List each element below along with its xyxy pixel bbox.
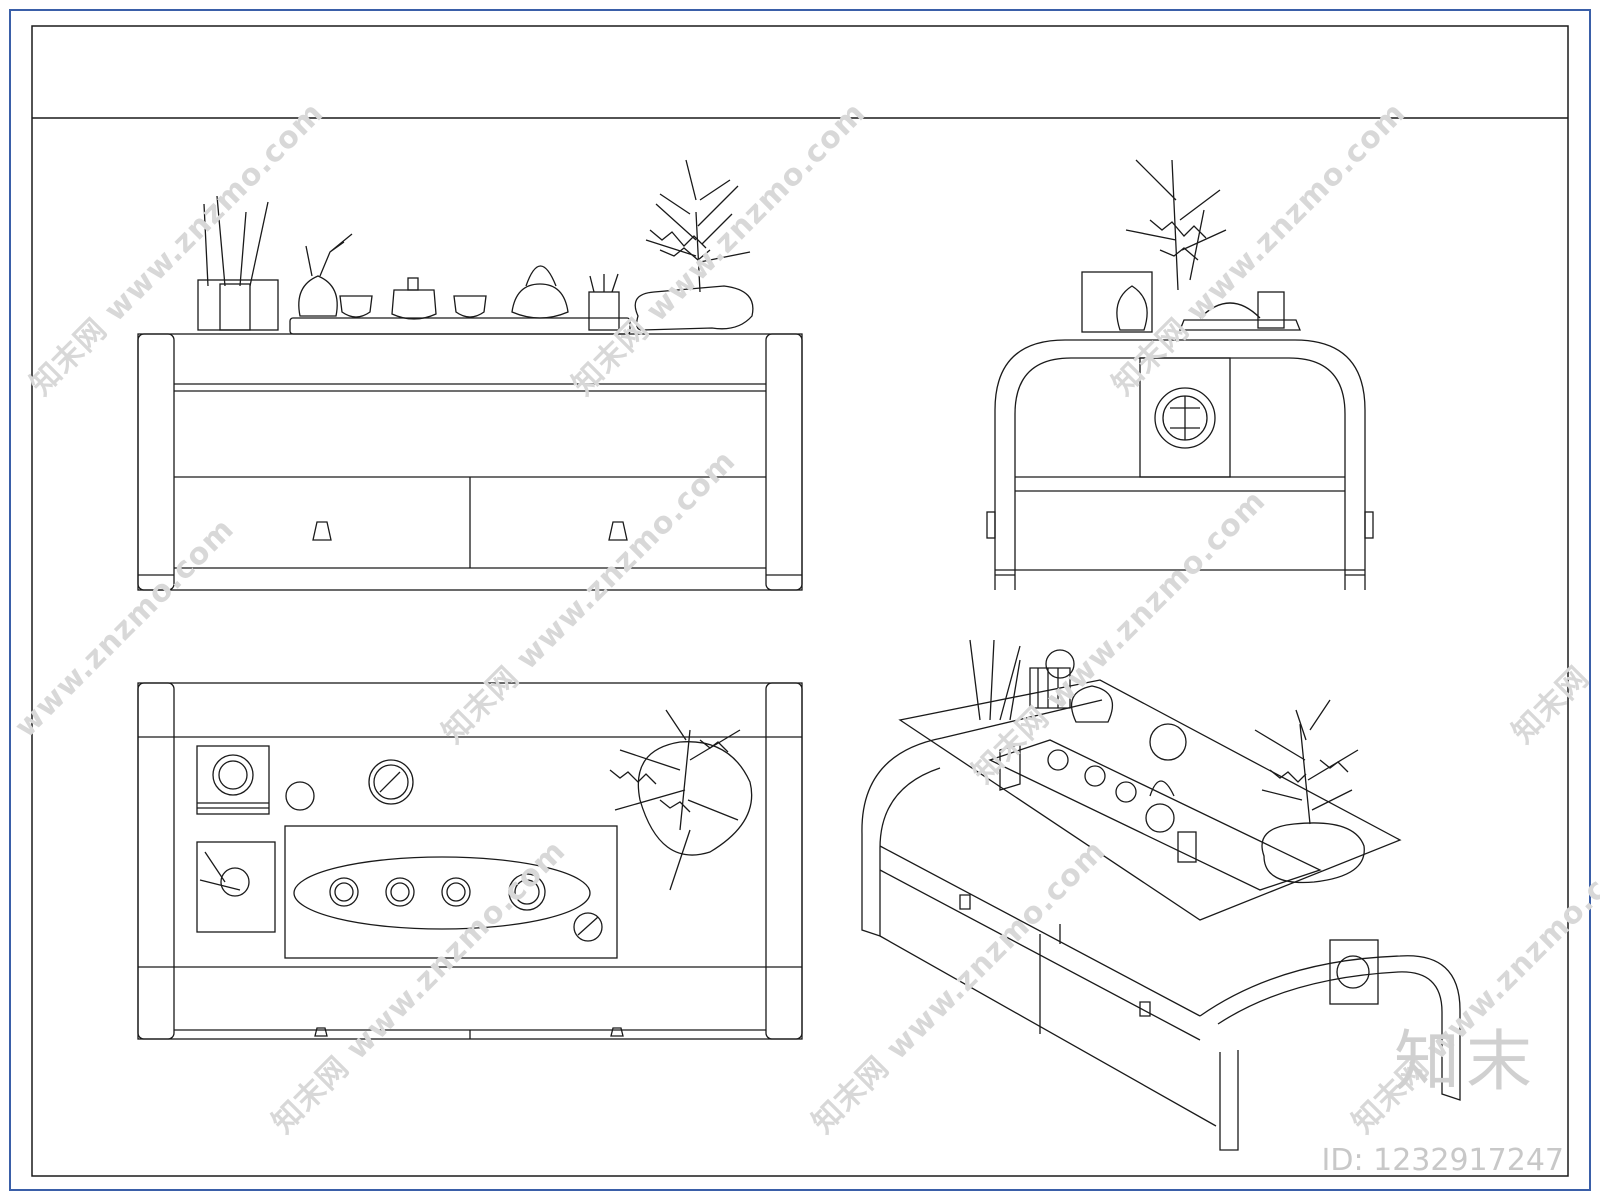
asset-id: ID: 1232917247 xyxy=(1321,1143,1564,1178)
tea-table-side-elevation xyxy=(986,159,1374,590)
tea-table-isometric-view xyxy=(861,639,1461,1151)
outer-frame xyxy=(9,9,1591,1191)
title-bar xyxy=(32,26,1568,118)
brand-logo: 知末 xyxy=(1394,1023,1538,1100)
tea-table-front-elevation xyxy=(137,159,803,591)
inner-frame xyxy=(31,25,1569,1177)
tea-table-plan-view xyxy=(137,682,803,1040)
